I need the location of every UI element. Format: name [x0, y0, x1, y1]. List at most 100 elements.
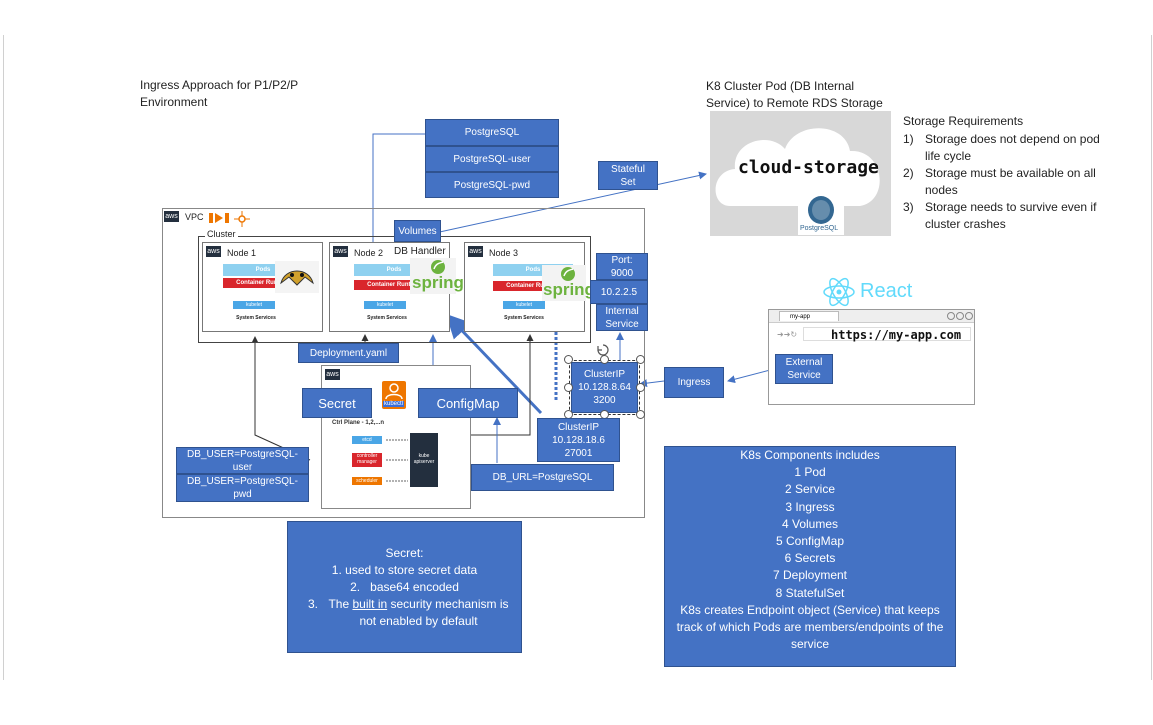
resize-handle-nw[interactable]: [564, 355, 573, 364]
browser-tab[interactable]: my-app: [779, 311, 839, 321]
secret-info-text-before: The: [328, 597, 353, 611]
postgresql-logo-label: PostgreSQL: [800, 225, 839, 232]
db-handler-label: DB Handler: [392, 246, 448, 257]
k8s-item: 3 Ingress: [785, 499, 835, 514]
db-pwd-box: DB_USER=PostgreSQL- pwd: [176, 474, 309, 502]
cloud-icon: [715, 128, 880, 206]
storage-item: 2) Storage must be available on all nodes: [903, 165, 1103, 199]
react-icon: [823, 277, 855, 307]
maximize-icon[interactable]: [956, 312, 964, 320]
node-ip-box: 10.2.2.5: [590, 280, 648, 304]
configmap-box: ConfigMap: [418, 388, 518, 418]
etcd-box: etcd: [352, 436, 382, 444]
postgresql-pwd-box: PostgreSQL-pwd: [425, 172, 559, 198]
k8s-item: 7 Deployment: [772, 568, 848, 583]
resize-handle-w[interactable]: [564, 383, 573, 392]
minimize-icon[interactable]: [947, 312, 955, 320]
stateful-set-box: Stateful Set: [598, 161, 658, 190]
rotate-handle-icon[interactable]: [597, 343, 609, 356]
k8s-item: 5 ConfigMap: [775, 534, 845, 549]
nav-arrows-icon[interactable]: ➜➜↻: [777, 330, 798, 339]
clusterip-title: ClusterIP: [583, 369, 626, 380]
kube-apiserver-box: kube apiserver: [410, 433, 438, 487]
spring-logo: spring: [410, 258, 464, 294]
close-icon[interactable]: [965, 312, 973, 320]
spring-logo: spring: [542, 265, 595, 301]
node-1: aws Node 1 Pods Container Runtime kubele…: [202, 242, 323, 332]
secret-info-text: The built in security mechanism is not e…: [324, 596, 513, 630]
scheduler-box: scheduler: [352, 477, 382, 485]
container-runtime-bar: Container Runtime: [354, 280, 434, 290]
k8s-components-box: K8s Components includes 1 Pod 2 Service …: [664, 446, 956, 667]
resize-handle-ne[interactable]: [636, 355, 645, 364]
storage-item-num: 1): [903, 132, 914, 146]
kubectl-label: kubectl: [383, 401, 405, 407]
control-plane-container: aws kubectl Ctrl Plane - 1,2,...n etcd c…: [321, 365, 471, 509]
network-hub-icon: [234, 211, 250, 227]
kubectl-icon: kubectl: [382, 381, 406, 409]
k8s-item: 4 Volumes: [781, 516, 839, 531]
secret-info-item: 2. base64 encoded: [296, 579, 513, 596]
node-label: Node 3: [489, 248, 519, 258]
clusterip-2-box: ClusterIP 10.128.18.6 27001: [537, 418, 620, 462]
k8s-heading: K8s Components includes: [740, 448, 880, 462]
secret-info-text: base64 encoded: [370, 580, 459, 594]
tomcat-icon: [275, 261, 319, 293]
postgresql-logo: PostgreSQL: [798, 193, 844, 235]
internal-service-box: Internal Service: [596, 304, 648, 331]
k8s-item: 1 Pod: [794, 465, 826, 480]
aws-icon: aws: [164, 211, 179, 222]
spring-leaf-icon: [561, 267, 575, 281]
react-label: React: [860, 280, 913, 302]
storage-item-text: Storage needs to survive even if cluster…: [925, 200, 1097, 231]
resize-handle-se[interactable]: [636, 410, 645, 419]
volumes-box: Volumes: [394, 220, 441, 242]
spring-label: spring: [412, 273, 464, 292]
address-bar[interactable]: [803, 327, 971, 341]
resize-handle-e[interactable]: [636, 383, 645, 392]
clusterip-title: ClusterIP: [557, 421, 600, 433]
k8s-item: 2 Service: [784, 482, 836, 497]
document-page: [3, 35, 1152, 680]
storage-requirements-heading: Storage Requirements: [903, 114, 1024, 128]
vpc-container: [162, 208, 645, 518]
storage-item: 1)Storage does not depend on pod life cy…: [903, 131, 1103, 165]
secret-info-item: 3.The built in security mechanism is not…: [296, 596, 513, 630]
ingress-approach-title: Ingress Approach for P1/P2/P Environment: [140, 78, 299, 109]
clusterip-ip: 10.128.18.6: [552, 434, 605, 446]
cloud-storage-image: cloud-storage PostgreSQL: [710, 111, 891, 236]
k8s-item: 6 Secrets: [784, 551, 836, 566]
node-2: aws Node 2 DB Handler Pods Container Run…: [329, 242, 464, 332]
port-box: Port: 9000: [596, 253, 648, 280]
system-services-label: System Services: [236, 315, 276, 321]
node-label: Node 2: [354, 248, 384, 258]
secret-info-title: Secret:: [385, 546, 424, 560]
db-url-box: DB_URL=PostgreSQL: [471, 464, 614, 491]
resize-handle-n[interactable]: [600, 355, 609, 364]
db-user-box: DB_USER=PostgreSQL- user: [176, 447, 309, 474]
secret-info-num: 2.: [350, 580, 361, 594]
postgresql-user-box: PostgreSQL-user: [425, 146, 559, 172]
kubelet-bar: kubelet: [364, 301, 406, 309]
clusterip-1-box[interactable]: ClusterIP 10.128.8.64 3200: [571, 362, 638, 413]
k8-cluster-title: K8 Cluster Pod (DB Internal Service) to …: [706, 79, 883, 110]
system-services-label: System Services: [367, 315, 407, 321]
spring-label: spring: [543, 280, 595, 299]
storage-item: 3)Storage needs to survive even if clust…: [903, 199, 1103, 233]
storage-item-text: Storage must be available on all nodes: [925, 166, 1096, 197]
router-icon: [207, 211, 231, 225]
secret-info-num: 1.: [331, 563, 342, 577]
elephant-icon: [808, 196, 834, 224]
secret-info-item: 1. used to store secret data: [296, 562, 513, 579]
aws-icon: aws: [468, 246, 483, 257]
spring-leaf-icon: [431, 260, 445, 274]
storage-item-num: 2): [903, 166, 914, 180]
ingress-box: Ingress: [664, 367, 724, 398]
clusterip-ip: 10.128.8.64: [578, 382, 631, 393]
kubelet-bar: kubelet: [233, 301, 275, 309]
secret-info-underlined: built in: [352, 597, 388, 611]
clusterip-to-node2-arrow: [445, 313, 543, 415]
k8s-footer: K8s creates Endpoint object (Service) th…: [676, 602, 944, 652]
container-runtime-bar: Container Runtime: [223, 278, 303, 288]
secret-info-box: Secret: 1. used to store secret data 2. …: [287, 521, 522, 653]
